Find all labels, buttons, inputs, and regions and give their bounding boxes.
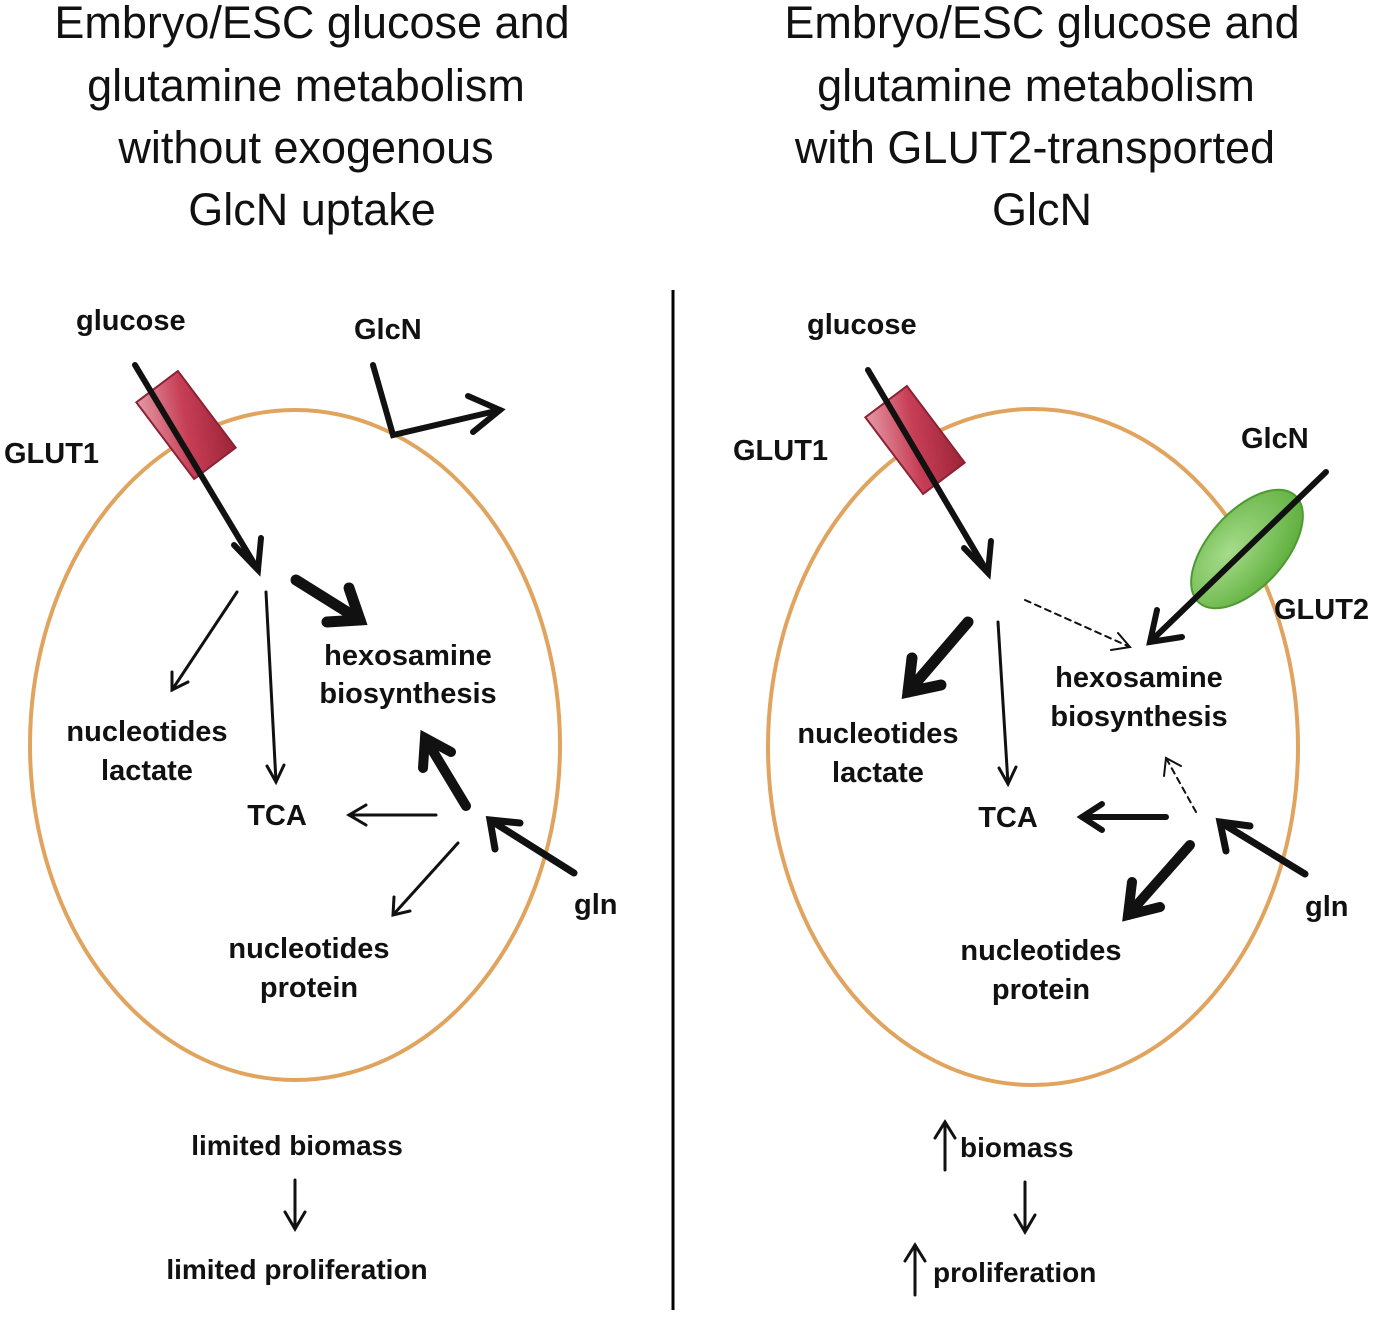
right-gln-to-protein-arrow	[1122, 840, 1195, 922]
right-glucose-to-hexosamine-dashed-arrow	[1024, 599, 1131, 648]
left-tca-label: TCA	[247, 800, 307, 832]
right-gln-label: gln	[1305, 891, 1349, 923]
right-nucleotides-lactate-label-1: nucleotides	[797, 718, 958, 750]
right-panel: Embryo/ESC glucose and glutamine metabol…	[733, 0, 1369, 1297]
left-gln-to-protein-arrow	[391, 841, 460, 917]
left-title-line-4: GlcN uptake	[188, 184, 436, 235]
right-nucleotides-lactate-label-2: lactate	[832, 757, 924, 789]
right-biomass-to-proliferation-arrow	[1013, 1180, 1037, 1235]
right-biomass-label: biomass	[960, 1132, 1074, 1163]
left-title-line-3: without exogenous	[117, 122, 493, 173]
right-tca-label: TCA	[978, 802, 1038, 834]
left-cell-membrane	[28, 408, 562, 1082]
left-nucleotides-lactate-label-1: nucleotides	[66, 716, 227, 748]
left-glut1-label: GLUT1	[4, 438, 99, 470]
right-hexosamine-label-1: hexosamine	[1055, 662, 1223, 694]
right-glut1-transporter	[863, 384, 967, 496]
right-title-line-4: GlcN	[992, 184, 1092, 235]
left-glut1-transporter	[134, 369, 238, 481]
left-glcn-label: GlcN	[354, 314, 422, 346]
left-glucose-label: glucose	[76, 305, 186, 337]
left-panel: Embryo/ESC glucose and glutamine metabol…	[4, 0, 618, 1285]
left-hexosamine-label-2: biosynthesis	[319, 678, 496, 710]
left-nucleotides-lactate-label-2: lactate	[101, 755, 193, 787]
left-glcn-bounce-arrow	[370, 362, 506, 439]
left-biomass-label: limited biomass	[191, 1130, 403, 1161]
left-title-line-1: Embryo/ESC glucose and	[54, 0, 569, 48]
right-title-line-3: with GLUT2-transported	[794, 122, 1275, 173]
right-gln-uptake-arrow	[1215, 817, 1309, 878]
right-gln-to-hexosamine-dashed-arrowhead	[1163, 756, 1182, 777]
right-glcn-label: GlcN	[1241, 423, 1309, 455]
right-cell-membrane	[766, 407, 1300, 1087]
left-glucose-to-lactate-arrow	[170, 590, 239, 693]
left-gln-uptake-arrow	[485, 816, 578, 877]
left-title-line-2: glutamine metabolism	[87, 60, 525, 111]
left-glucose-uptake-arrow	[132, 362, 264, 577]
right-proliferation-up-arrow	[903, 1242, 927, 1297]
right-glucose-to-lactate-arrow	[901, 616, 974, 699]
right-gln-to-hexosamine-dashed-arrow	[1165, 757, 1197, 813]
left-hexosamine-label-1: hexosamine	[324, 640, 492, 672]
right-nucleotides-protein-label-1: nucleotides	[960, 935, 1121, 967]
right-glucose-uptake-arrow	[865, 367, 994, 580]
left-biomass-to-proliferation-arrow	[283, 1178, 307, 1232]
left-glucose-to-tca-arrow	[264, 590, 286, 786]
left-nucleotides-protein-label-2: protein	[260, 972, 358, 1004]
left-glucose-to-hexosamine-arrow	[290, 574, 368, 628]
right-glucose-label: glucose	[807, 309, 917, 341]
right-glcn-uptake-arrow	[1146, 469, 1329, 646]
left-gln-to-tca-arrow	[346, 803, 438, 827]
right-glut2-label: GLUT2	[1274, 594, 1369, 626]
right-hexosamine-label-2: biosynthesis	[1050, 701, 1227, 733]
right-biomass-up-arrow	[933, 1119, 957, 1172]
left-nucleotides-protein-label-1: nucleotides	[228, 933, 389, 965]
right-proliferation-label: proliferation	[933, 1257, 1096, 1288]
left-gln-to-hexosamine-arrow	[418, 729, 471, 811]
right-gln-to-tca-arrow	[1076, 801, 1169, 833]
right-glut1-label: GLUT1	[733, 435, 828, 467]
right-nucleotides-protein-label-2: protein	[992, 974, 1090, 1006]
right-glucose-to-tca-arrow	[996, 620, 1018, 788]
left-proliferation-label: limited proliferation	[166, 1254, 427, 1285]
right-title-line-2: glutamine metabolism	[817, 60, 1255, 111]
right-title-line-1: Embryo/ESC glucose and	[784, 0, 1299, 48]
right-glucose-to-hexosamine-dashed-arrowhead	[1110, 632, 1132, 651]
left-gln-label: gln	[574, 889, 618, 921]
